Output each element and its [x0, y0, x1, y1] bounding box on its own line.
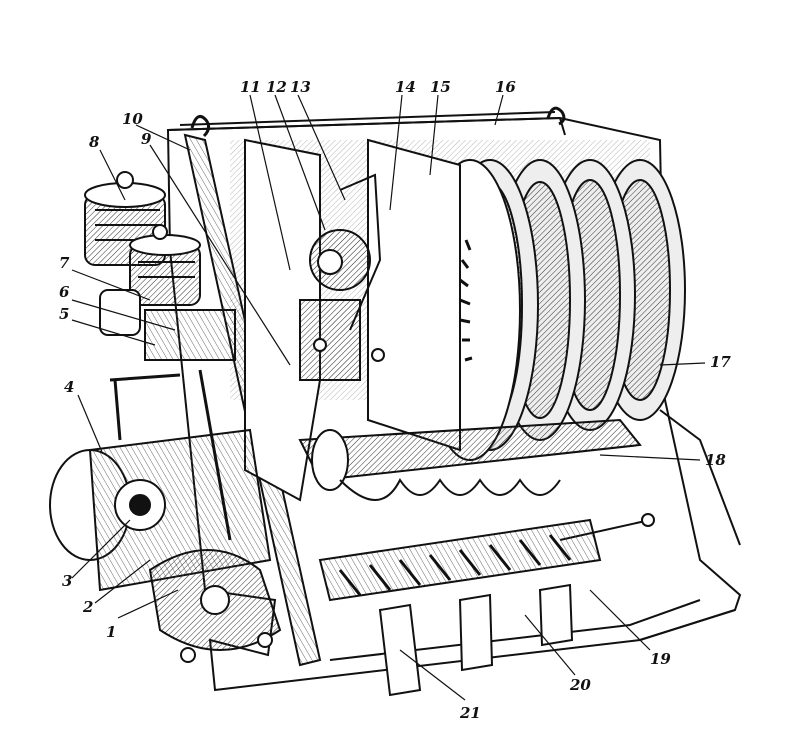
electromagnets — [84, 171, 236, 361]
callout-7: 7 — [59, 254, 70, 272]
plate — [367, 138, 461, 452]
callout-18: 18 — [705, 451, 726, 469]
callout-11: 11 — [240, 78, 261, 96]
lifting-hook — [190, 106, 566, 138]
callout-10: 10 — [122, 110, 143, 128]
callout-16: 16 — [495, 78, 516, 96]
plates — [244, 138, 461, 502]
callout-15: 15 — [430, 78, 451, 96]
callout-17: 17 — [710, 353, 731, 371]
callout-19: 19 — [650, 650, 671, 668]
coil — [129, 224, 201, 306]
callout-4: 4 — [64, 378, 75, 396]
callout-3: 3 — [62, 572, 73, 590]
plunger — [99, 289, 141, 336]
shaft — [298, 418, 655, 541]
central-mechanism — [299, 173, 385, 381]
callout-5: 5 — [59, 305, 70, 323]
callout-20: 20 — [570, 676, 591, 694]
callout-14: 14 — [395, 78, 416, 96]
callout-12: 12 — [266, 78, 287, 96]
contact-fingers — [318, 518, 602, 697]
callout-6: 6 — [59, 283, 70, 301]
callout-21: 21 — [460, 704, 481, 722]
servo-motor — [49, 369, 282, 663]
callout-13: 13 — [290, 78, 311, 96]
bracket — [538, 583, 574, 647]
bracket — [458, 593, 494, 672]
callout-2: 2 — [83, 598, 94, 616]
callout-9: 9 — [141, 130, 152, 148]
coil-bracket — [144, 309, 236, 361]
leader-lines — [71, 94, 706, 701]
callout-8: 8 — [89, 133, 100, 151]
callout-1: 1 — [106, 623, 117, 641]
